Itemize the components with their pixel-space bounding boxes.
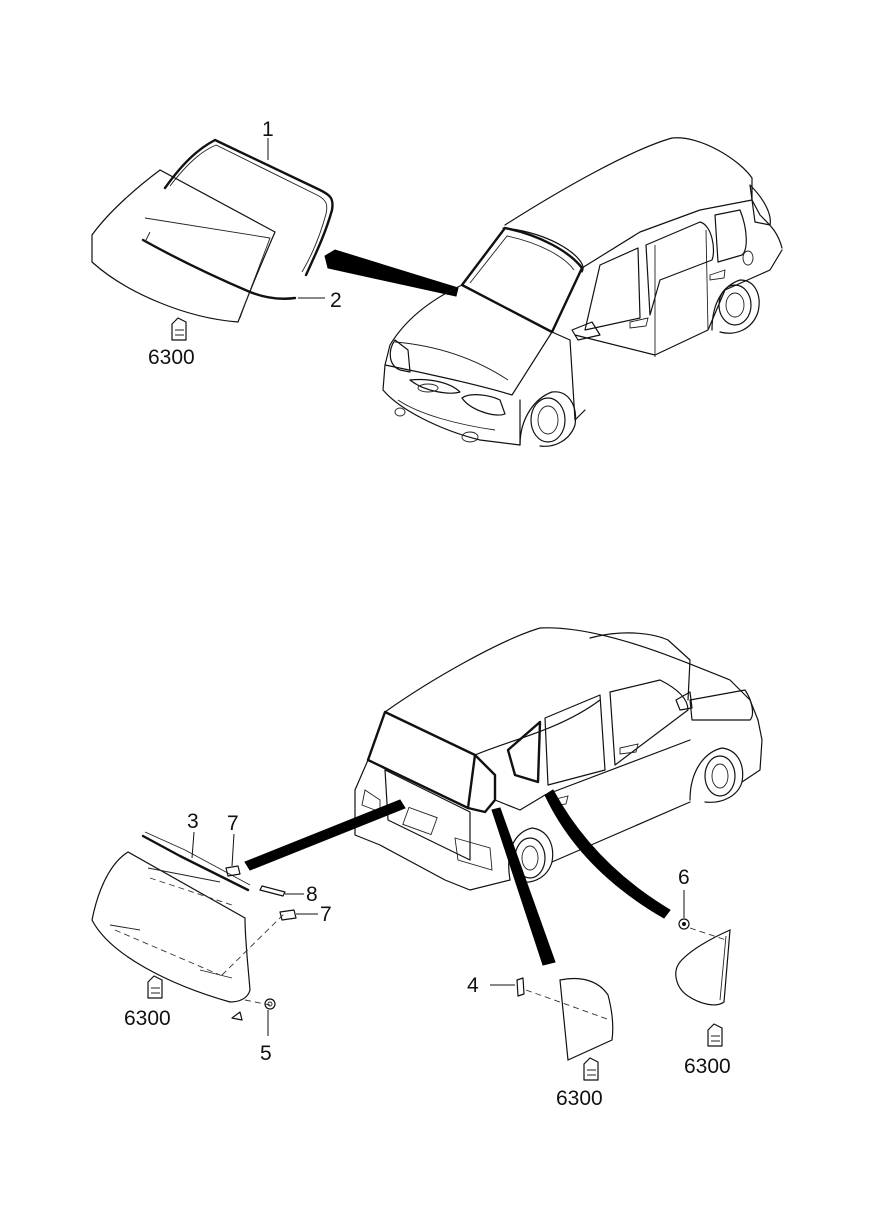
clip-7b — [279, 909, 297, 921]
glass-ref-windshield: 6300 — [148, 346, 195, 369]
strip-8 — [259, 885, 286, 897]
callout-8: 8 — [306, 883, 318, 906]
bolt-5 — [264, 998, 276, 1010]
callout-1: 1 — [262, 118, 274, 141]
callout-5: 5 — [260, 1042, 272, 1065]
clip-7a — [225, 865, 241, 877]
callout-7b: 7 — [320, 903, 332, 926]
glass-ref-side-quarter: 6300 — [684, 1055, 731, 1078]
side-quarter-glass — [675, 929, 731, 1006]
tailgate-glass — [91, 851, 251, 1003]
glass-symbol-icon — [171, 317, 187, 341]
tailgate-pointer-arrow — [244, 799, 406, 871]
van-front-view — [382, 137, 783, 447]
fastener-6 — [678, 918, 690, 930]
rear-quarter-glass-parts — [516, 977, 614, 1081]
side-quarter-glass-parts — [675, 918, 731, 1047]
tailgate-glass-parts — [91, 831, 297, 1021]
callout-7a: 7 — [227, 812, 239, 835]
tailgate-molding — [141, 834, 250, 892]
callout-2: 2 — [330, 289, 342, 312]
windshield-exploded-parts — [91, 138, 334, 341]
glass-ref-tailgate: 6300 — [124, 1007, 171, 1030]
windshield-pointer-arrow — [324, 249, 459, 297]
side-quarter-pointer-arrow — [544, 789, 671, 919]
callout-3: 3 — [187, 810, 199, 833]
spacer-4 — [516, 977, 525, 997]
glass-symbol-icon — [147, 975, 163, 999]
glass-ref-rear-quarter: 6300 — [556, 1087, 603, 1110]
van-rear-view — [354, 627, 763, 891]
callout-6: 6 — [678, 866, 690, 889]
rear-quarter-pointer-arrow — [491, 807, 556, 966]
windshield-glass — [91, 169, 276, 323]
windshield-lower-strip — [141, 238, 297, 300]
windshield-molding — [163, 138, 334, 277]
callout-4: 4 — [467, 974, 479, 997]
glass-symbol-icon — [707, 1023, 723, 1047]
rear-quarter-glass — [559, 977, 614, 1061]
glass-symbol-icon — [583, 1057, 599, 1081]
